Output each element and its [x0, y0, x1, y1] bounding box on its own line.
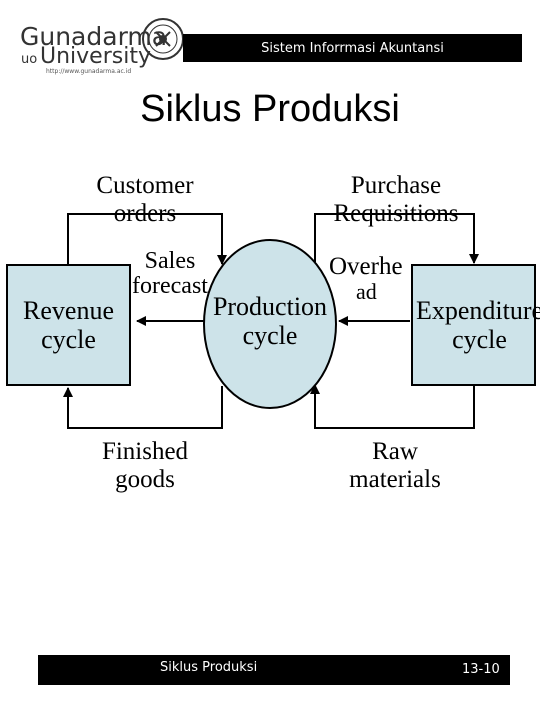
revenue-cycle-box: [6, 264, 131, 386]
customer-orders-label: Customer orders: [96, 172, 194, 228]
revenue-cycle-label: Revenue cycle: [23, 296, 114, 355]
slide-title: Siklus Produksi: [140, 88, 400, 130]
logo-uo: uo: [21, 52, 38, 67]
footer-bar: [38, 655, 510, 685]
raw-materials-connector: [310, 384, 475, 429]
footer-title: Siklus Produksi: [160, 660, 258, 675]
finished-goods-connector: [63, 386, 223, 429]
purchase-requisitions-label: Purchase Requisitions: [333, 172, 459, 228]
logo-name-line2: University: [40, 44, 151, 69]
page-number: 13-10: [462, 662, 500, 677]
logo-name-line1: Gunadarma: [20, 22, 168, 51]
customer-orders-connector: [67, 213, 227, 265]
production-cycle-shape: [203, 239, 337, 409]
header-bar-text: Sistem Inforrmasi Akuntansi: [261, 40, 444, 56]
expenditure-cycle-label: Expenditure cycle: [415, 296, 540, 355]
purchase-requisitions-connector: [314, 213, 479, 264]
overhead-label: Overhe ad: [329, 253, 403, 305]
raw-materials-label: Raw materials: [349, 438, 441, 494]
finished-goods-label: Finished goods: [101, 438, 189, 494]
production-cycle-label: Production cycle: [212, 292, 328, 351]
expenditure-cycle-box: [411, 264, 536, 386]
sales-forecast-label: Sales forecast: [132, 248, 208, 300]
header-bar: Sistem Inforrmasi Akuntansi: [183, 34, 522, 62]
logo-url: http://www.gunadarma.ac.id: [46, 68, 132, 75]
